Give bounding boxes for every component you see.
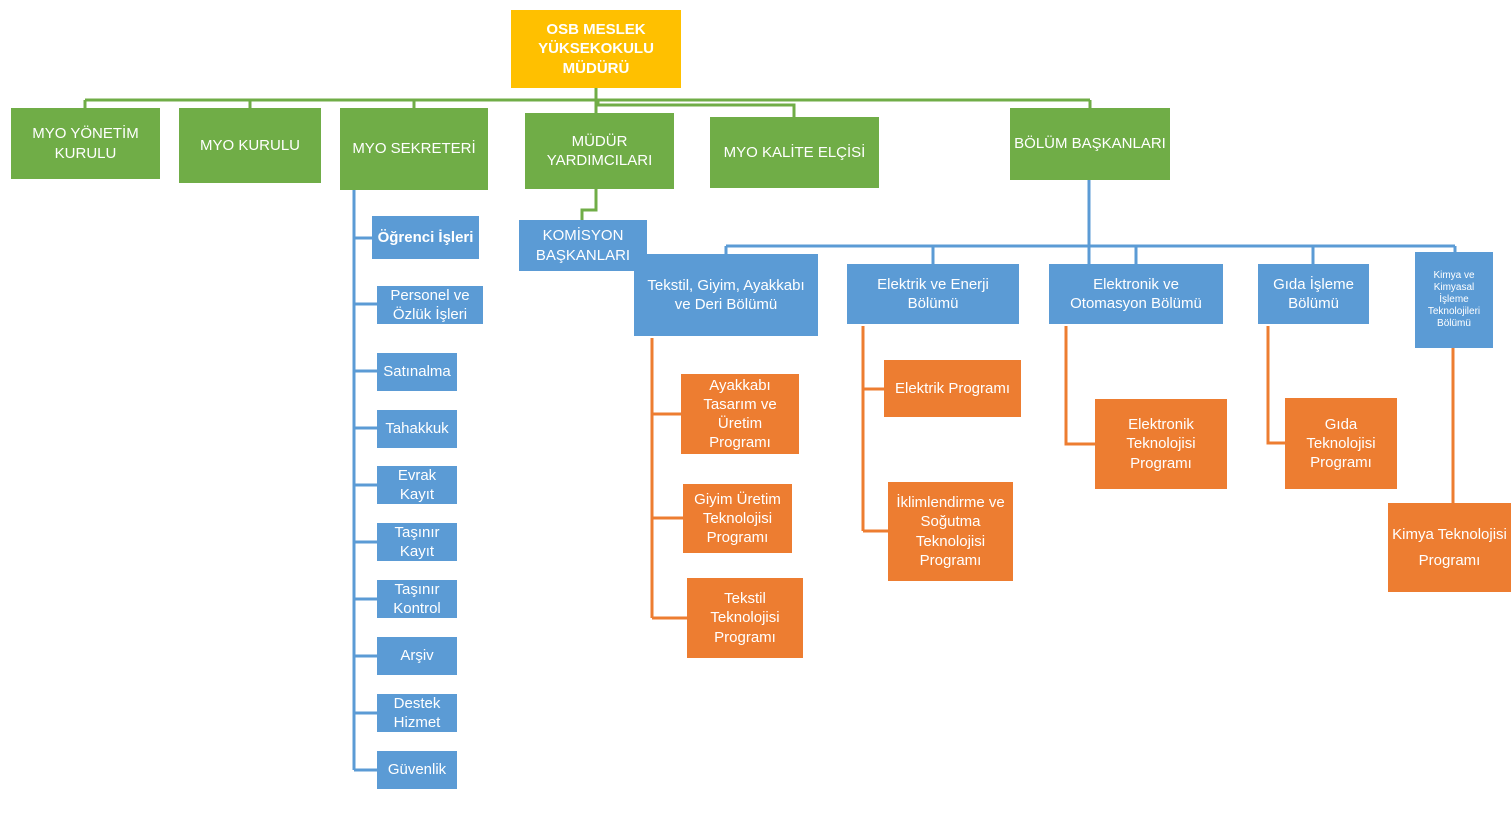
department-label: Gıda İşleme Bölümü [1273, 275, 1354, 312]
bolum-baskanlari-box: BÖLÜM BAŞKANLARI [1010, 108, 1170, 180]
program-gida: Gıda Teknolojisi Programı [1285, 398, 1397, 489]
sekreter-box: MYO SEKRETERİ [340, 108, 488, 190]
program-kimya: Kimya Teknolojisi Programı [1388, 503, 1511, 592]
unit-tahakkuk: Tahakkuk [377, 410, 457, 448]
unit-satinalma: Satınalma [377, 353, 457, 391]
program-label: Tekstil Teknolojisi Programı [710, 590, 780, 646]
green-connectors [83, 88, 1092, 220]
kurul-box: MYO KURULU [179, 108, 321, 183]
program-iklimlendirme: İklimlendirme ve Soğutma Teknolojisi Pro… [888, 482, 1013, 581]
program-label: Elektrik Programı [894, 379, 1011, 397]
unit-arsiv: Arşiv [377, 637, 457, 675]
program-label: Kimya Teknolojisi Programı [1392, 526, 1507, 569]
department-kimya: Kimya ve Kimyasal İşleme Teknolojileri B… [1415, 252, 1493, 348]
department-label: Elektrik ve Enerji Bölümü [877, 275, 989, 312]
program-label: Ayakkabı Tasarım ve Üretim Programı [703, 376, 777, 452]
department-label: Kimya ve Kimyasal İşleme Teknolojileri B… [1427, 270, 1481, 329]
mudur-yardimcilari-box: MÜDÜR YARDIMCILARI [525, 113, 674, 189]
blue-connectors [352, 180, 1457, 772]
unit-label: Tahakkuk [385, 420, 449, 438]
kalite-elcisi-box: MYO KALİTE ELÇİSİ [710, 117, 879, 188]
sekreter-label: MYO SEKRETERİ [352, 140, 476, 158]
department-gida: Gıda İşleme Bölümü [1258, 264, 1369, 324]
unit-label: Taşınır Kontrol [393, 580, 441, 617]
mudur-yardimcilari-label: MÜDÜR YARDIMCILARI [546, 132, 653, 169]
program-label: İklimlendirme ve Soğutma Teknolojisi Pro… [896, 494, 1005, 569]
unit-tasinir-kayit: Taşınır Kayıt [377, 523, 457, 561]
komisyon-box: KOMİSYON BAŞKANLARI [519, 220, 647, 271]
unit-evrak-kayit: Evrak Kayıt [377, 466, 457, 504]
unit-label: Personel ve Özlük İşleri [390, 286, 470, 323]
unit-label: Güvenlik [387, 761, 447, 779]
program-label: Elektronik Teknolojisi Programı [1126, 416, 1196, 472]
director-box: OSB MESLEK YÜKSEKOKULU MÜDÜRÜ [511, 10, 681, 88]
program-giyim: Giyim Üretim Teknolojisi Programı [683, 484, 792, 553]
unit-label: Öğrenci İşleri [377, 228, 474, 246]
department-elektronik: Elektronik ve Otomasyon Bölümü [1049, 264, 1223, 324]
program-label: Gıda Teknolojisi Programı [1306, 415, 1376, 472]
unit-personel: Personel ve Özlük İşleri [377, 286, 483, 324]
unit-label: Satınalma [383, 363, 451, 381]
department-tekstil: Tekstil, Giyim, Ayakkabı ve Deri Bölümü [634, 254, 818, 336]
unit-label: Arşiv [400, 647, 434, 665]
program-tekstil: Tekstil Teknolojisi Programı [687, 578, 803, 658]
gida-trunk [1266, 326, 1285, 445]
elektronik-trunk [1064, 326, 1095, 446]
unit-label: Destek Hizmet [393, 694, 441, 731]
kalite-elcisi-label: MYO KALİTE ELÇİSİ [723, 143, 866, 161]
program-elektronik: Elektronik Teknolojisi Programı [1095, 399, 1227, 489]
department-elektrik: Elektrik ve Enerji Bölümü [847, 264, 1019, 324]
department-label: Elektronik ve Otomasyon Bölümü [1070, 275, 1202, 312]
unit-ogrenci-isleri: Öğrenci İşleri [372, 216, 479, 259]
komisyon-label: KOMİSYON BAŞKANLARI [535, 227, 631, 264]
unit-destek-hizmet: Destek Hizmet [377, 694, 457, 732]
yonetim-kurulu-label: MYO YÖNETİM KURULU [32, 125, 139, 162]
unit-label: Evrak Kayıt [397, 466, 437, 503]
department-label: Tekstil, Giyim, Ayakkabı ve Deri Bölümü [647, 276, 805, 313]
program-label: Giyim Üretim Teknolojisi Programı [694, 490, 781, 547]
unit-guvenlik: Güvenlik [377, 751, 457, 789]
director-to-mudur-yardimcilari [594, 100, 600, 113]
bolum-baskanlari-label: BÖLÜM BAŞKANLARI [1014, 135, 1166, 153]
director-to-kalite-elcisi [598, 103, 796, 117]
unit-tasinir-kontrol: Taşınır Kontrol [377, 580, 457, 618]
director-label: OSB MESLEK YÜKSEKOKULU MÜDÜRÜ [538, 21, 654, 77]
program-ayakkabi: Ayakkabı Tasarım ve Üretim Programı [681, 374, 799, 454]
orange-connectors [650, 326, 1455, 620]
unit-label: Taşınır Kayıt [394, 523, 440, 560]
yonetim-kurulu-box: MYO YÖNETİM KURULU [11, 108, 160, 179]
kurul-label: MYO KURULU [199, 136, 300, 154]
program-elektrik: Elektrik Programı [884, 360, 1021, 417]
mudur-yardimcilari-to-komisyon [580, 189, 598, 220]
